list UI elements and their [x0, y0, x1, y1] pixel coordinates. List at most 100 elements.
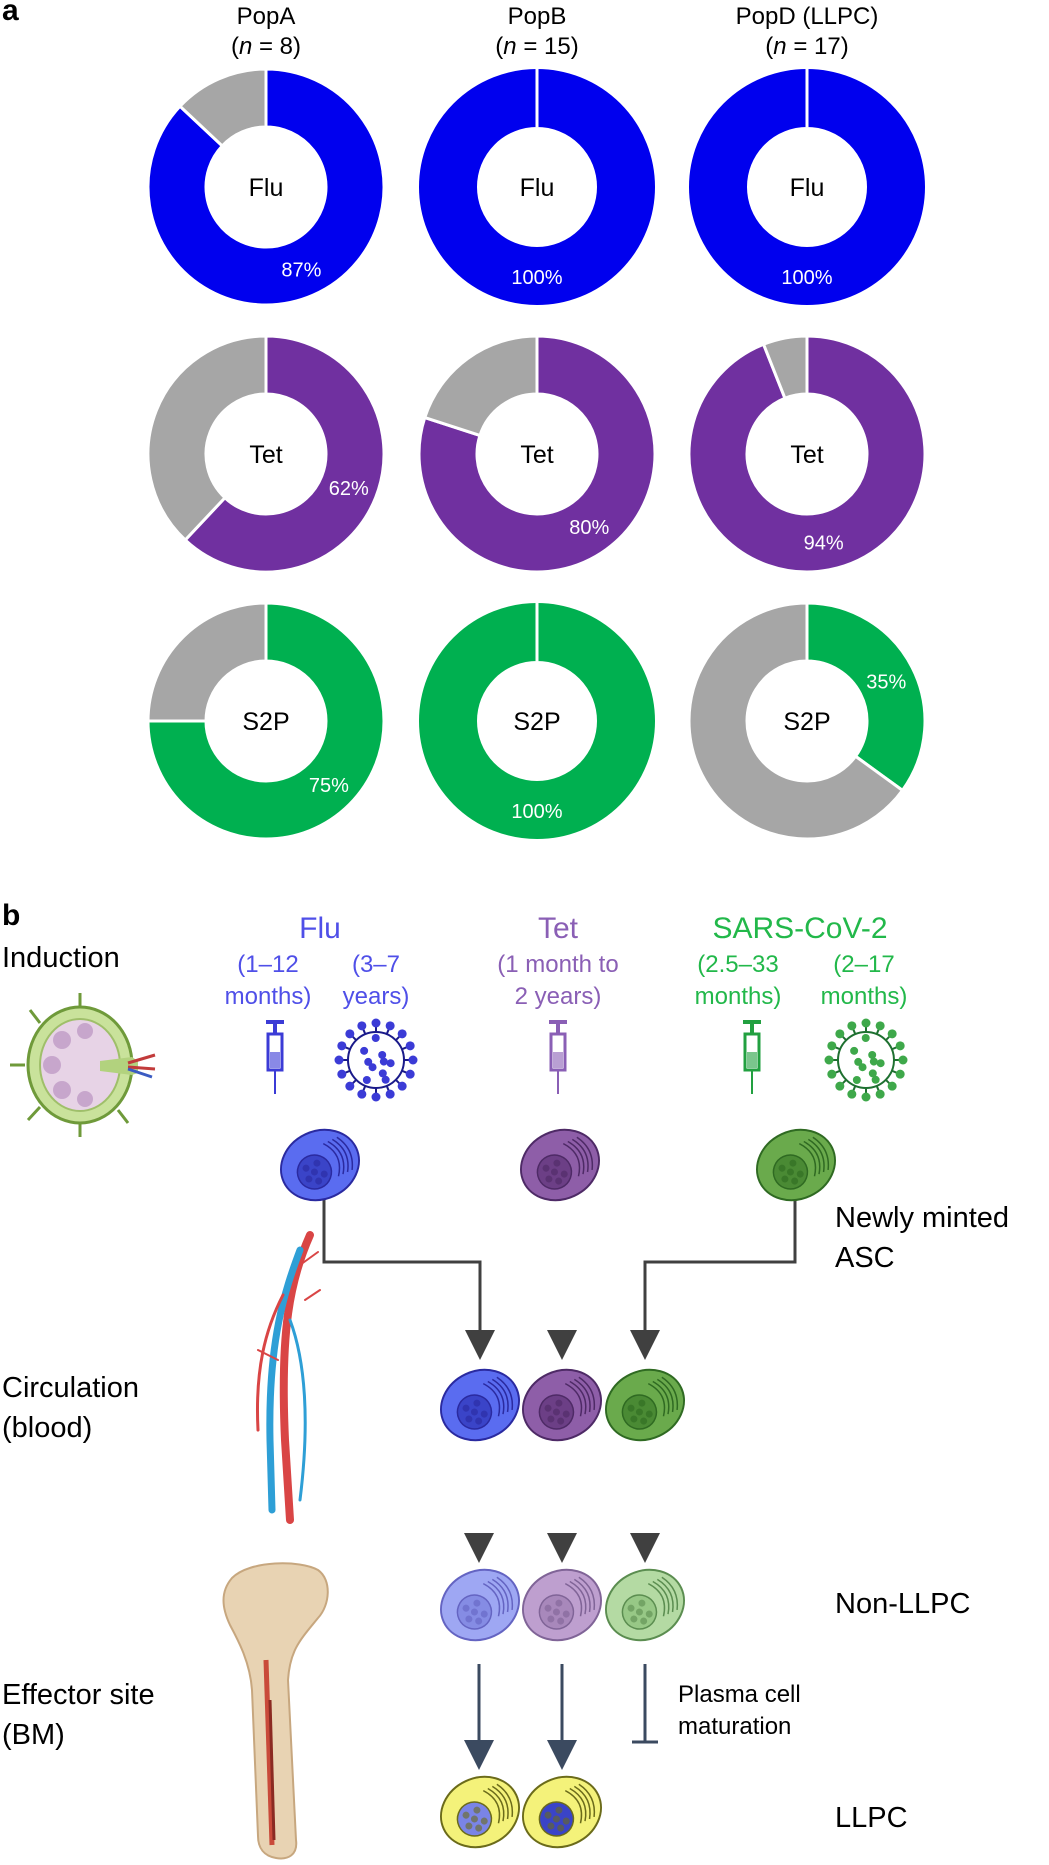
stage-effector: Effector site — [2, 1679, 155, 1711]
flu-timing-1: (1–12 — [237, 951, 298, 978]
donut-center-label: S2P — [242, 708, 289, 736]
donut-center-label: Flu — [790, 174, 825, 202]
label-non-llpc: Non-LLPC — [835, 1588, 970, 1620]
donut-s2p-1: S2P 100% — [419, 603, 655, 839]
donut-s2p-0: S2P 75% — [146, 601, 386, 841]
column-headers: PopA (n = 8) PopB (n = 15) PopD (LLPC) (… — [231, 3, 878, 60]
arrow-sars-to-circulation — [630, 1200, 797, 1360]
tet-timing-1b: 2 years) — [515, 983, 602, 1010]
sars-timing-1: (2.5–33 — [697, 951, 778, 978]
arrow-flu-to-circulation — [322, 1200, 495, 1360]
antigen-sars-cov-2: SARS-CoV-2 — [712, 912, 887, 945]
column-title-popb: PopB — [508, 3, 567, 30]
donut-percent-label: 35% — [866, 672, 906, 694]
lymph-node-icon — [10, 993, 156, 1137]
donut-center-label: S2P — [783, 708, 830, 736]
syringe-sars-icon — [743, 1020, 761, 1094]
donut-center-label: Tet — [790, 441, 823, 469]
donut-slice-negative — [422, 334, 539, 438]
flu-timing-1b: months) — [225, 983, 312, 1010]
donut-percent-label: 62% — [329, 478, 369, 500]
donut-charts: Flu87%Flu100%Flu100%Tet62%Tet80%Tet94%S2… — [146, 67, 927, 841]
cell-nonllpc-flu — [440, 1568, 520, 1642]
flow-arrows — [322, 1200, 797, 1770]
donut-flu-1: Flu 100% — [419, 69, 655, 305]
donut-center-label: Tet — [249, 441, 282, 469]
cell-blood-tet — [522, 1368, 602, 1442]
tet-timing-1: (1 month to — [497, 951, 618, 978]
sars-timing-1b: months) — [695, 983, 782, 1010]
donut-tet-0: Tet 62% — [146, 334, 386, 574]
donut-center-label: S2P — [513, 708, 560, 736]
syringe-flu-icon — [266, 1020, 284, 1094]
sars-timing-2: (2–17 — [833, 951, 894, 978]
antigen-flu: Flu — [299, 912, 341, 945]
blood-vessel-icon — [256, 1231, 321, 1524]
column-title-popd: PopD (LLPC) — [736, 3, 879, 30]
vaccine-icons — [266, 1018, 908, 1102]
inhibition-label-2: maturation — [678, 1713, 791, 1740]
antigen-tet: Tet — [538, 912, 579, 945]
cell-asc-sars — [756, 1128, 836, 1202]
panel-b-letter: b — [2, 899, 20, 932]
bone-icon — [222, 1562, 329, 1860]
donut-s2p-2: S2P 35% — [687, 601, 927, 841]
n-symbol: n — [773, 33, 786, 60]
sars-cov-2-virus-icon — [824, 1018, 908, 1102]
stage-induction: Induction — [2, 942, 120, 974]
donut-slice-negative — [177, 67, 268, 149]
panel-a-letter: a — [2, 0, 19, 27]
n-symbol: n — [503, 33, 516, 60]
column-n-popa: (n = 8) — [231, 33, 301, 60]
donut-tet-2: Tet 94% — [687, 334, 927, 574]
donut-percent-label: 100% — [511, 801, 562, 823]
influenza-virus-icon — [334, 1018, 418, 1102]
cell-blood-flu — [440, 1368, 520, 1442]
donut-slice-positive — [687, 334, 927, 574]
donut-slice-positive — [146, 601, 386, 841]
column-n-popb: (n = 15) — [495, 33, 578, 60]
cells — [280, 1128, 836, 1849]
donut-slice-positive — [146, 67, 386, 307]
cell-blood-sars — [605, 1368, 685, 1442]
n-symbol: n — [239, 33, 252, 60]
stage-effector-sub: (BM) — [2, 1719, 65, 1751]
stage-circulation: Circulation — [2, 1372, 139, 1404]
inhibition-bar — [632, 1664, 658, 1744]
donut-percent-label: 87% — [281, 260, 321, 282]
cell-nonllpc-tet — [522, 1568, 602, 1642]
donut-slice-positive — [417, 334, 657, 574]
sars-timing-2b: months) — [821, 983, 908, 1010]
label-newly-minted: Newly minted — [835, 1202, 1009, 1234]
donut-center-label: Flu — [249, 174, 284, 202]
donut-center-label: Flu — [520, 174, 555, 202]
n-value: = 15 — [517, 33, 571, 60]
donut-slice-positive — [183, 334, 386, 574]
inhibition-label-1: Plasma cell — [678, 1681, 801, 1708]
donut-percent-label: 80% — [569, 517, 609, 539]
flu-timing-2b: years) — [343, 983, 410, 1010]
n-value: = 8 — [252, 33, 293, 60]
donut-percent-label: 94% — [804, 532, 844, 554]
column-n-popd: (n = 17) — [765, 33, 848, 60]
syringe-tet-icon — [549, 1020, 567, 1094]
stage-circulation-sub: (blood) — [2, 1412, 92, 1444]
cell-llpc-flu — [440, 1775, 520, 1849]
donut-slice-negative — [761, 334, 809, 401]
flu-timing-2: (3–7 — [352, 951, 400, 978]
donut-percent-label: 75% — [309, 775, 349, 797]
cell-asc-flu — [280, 1128, 360, 1202]
cell-nonllpc-sars — [605, 1568, 685, 1642]
donut-tet-1: Tet 80% — [417, 334, 657, 574]
donut-slice-negative — [146, 334, 268, 543]
cell-asc-tet — [520, 1128, 600, 1202]
donut-slice-negative — [687, 601, 905, 841]
donut-percent-label: 100% — [511, 267, 562, 289]
donut-slice-positive — [805, 601, 927, 793]
n-value: = 17 — [787, 33, 841, 60]
cell-llpc-tet — [522, 1775, 602, 1849]
label-llpc: LLPC — [835, 1802, 908, 1834]
donut-center-label: Tet — [520, 441, 553, 469]
